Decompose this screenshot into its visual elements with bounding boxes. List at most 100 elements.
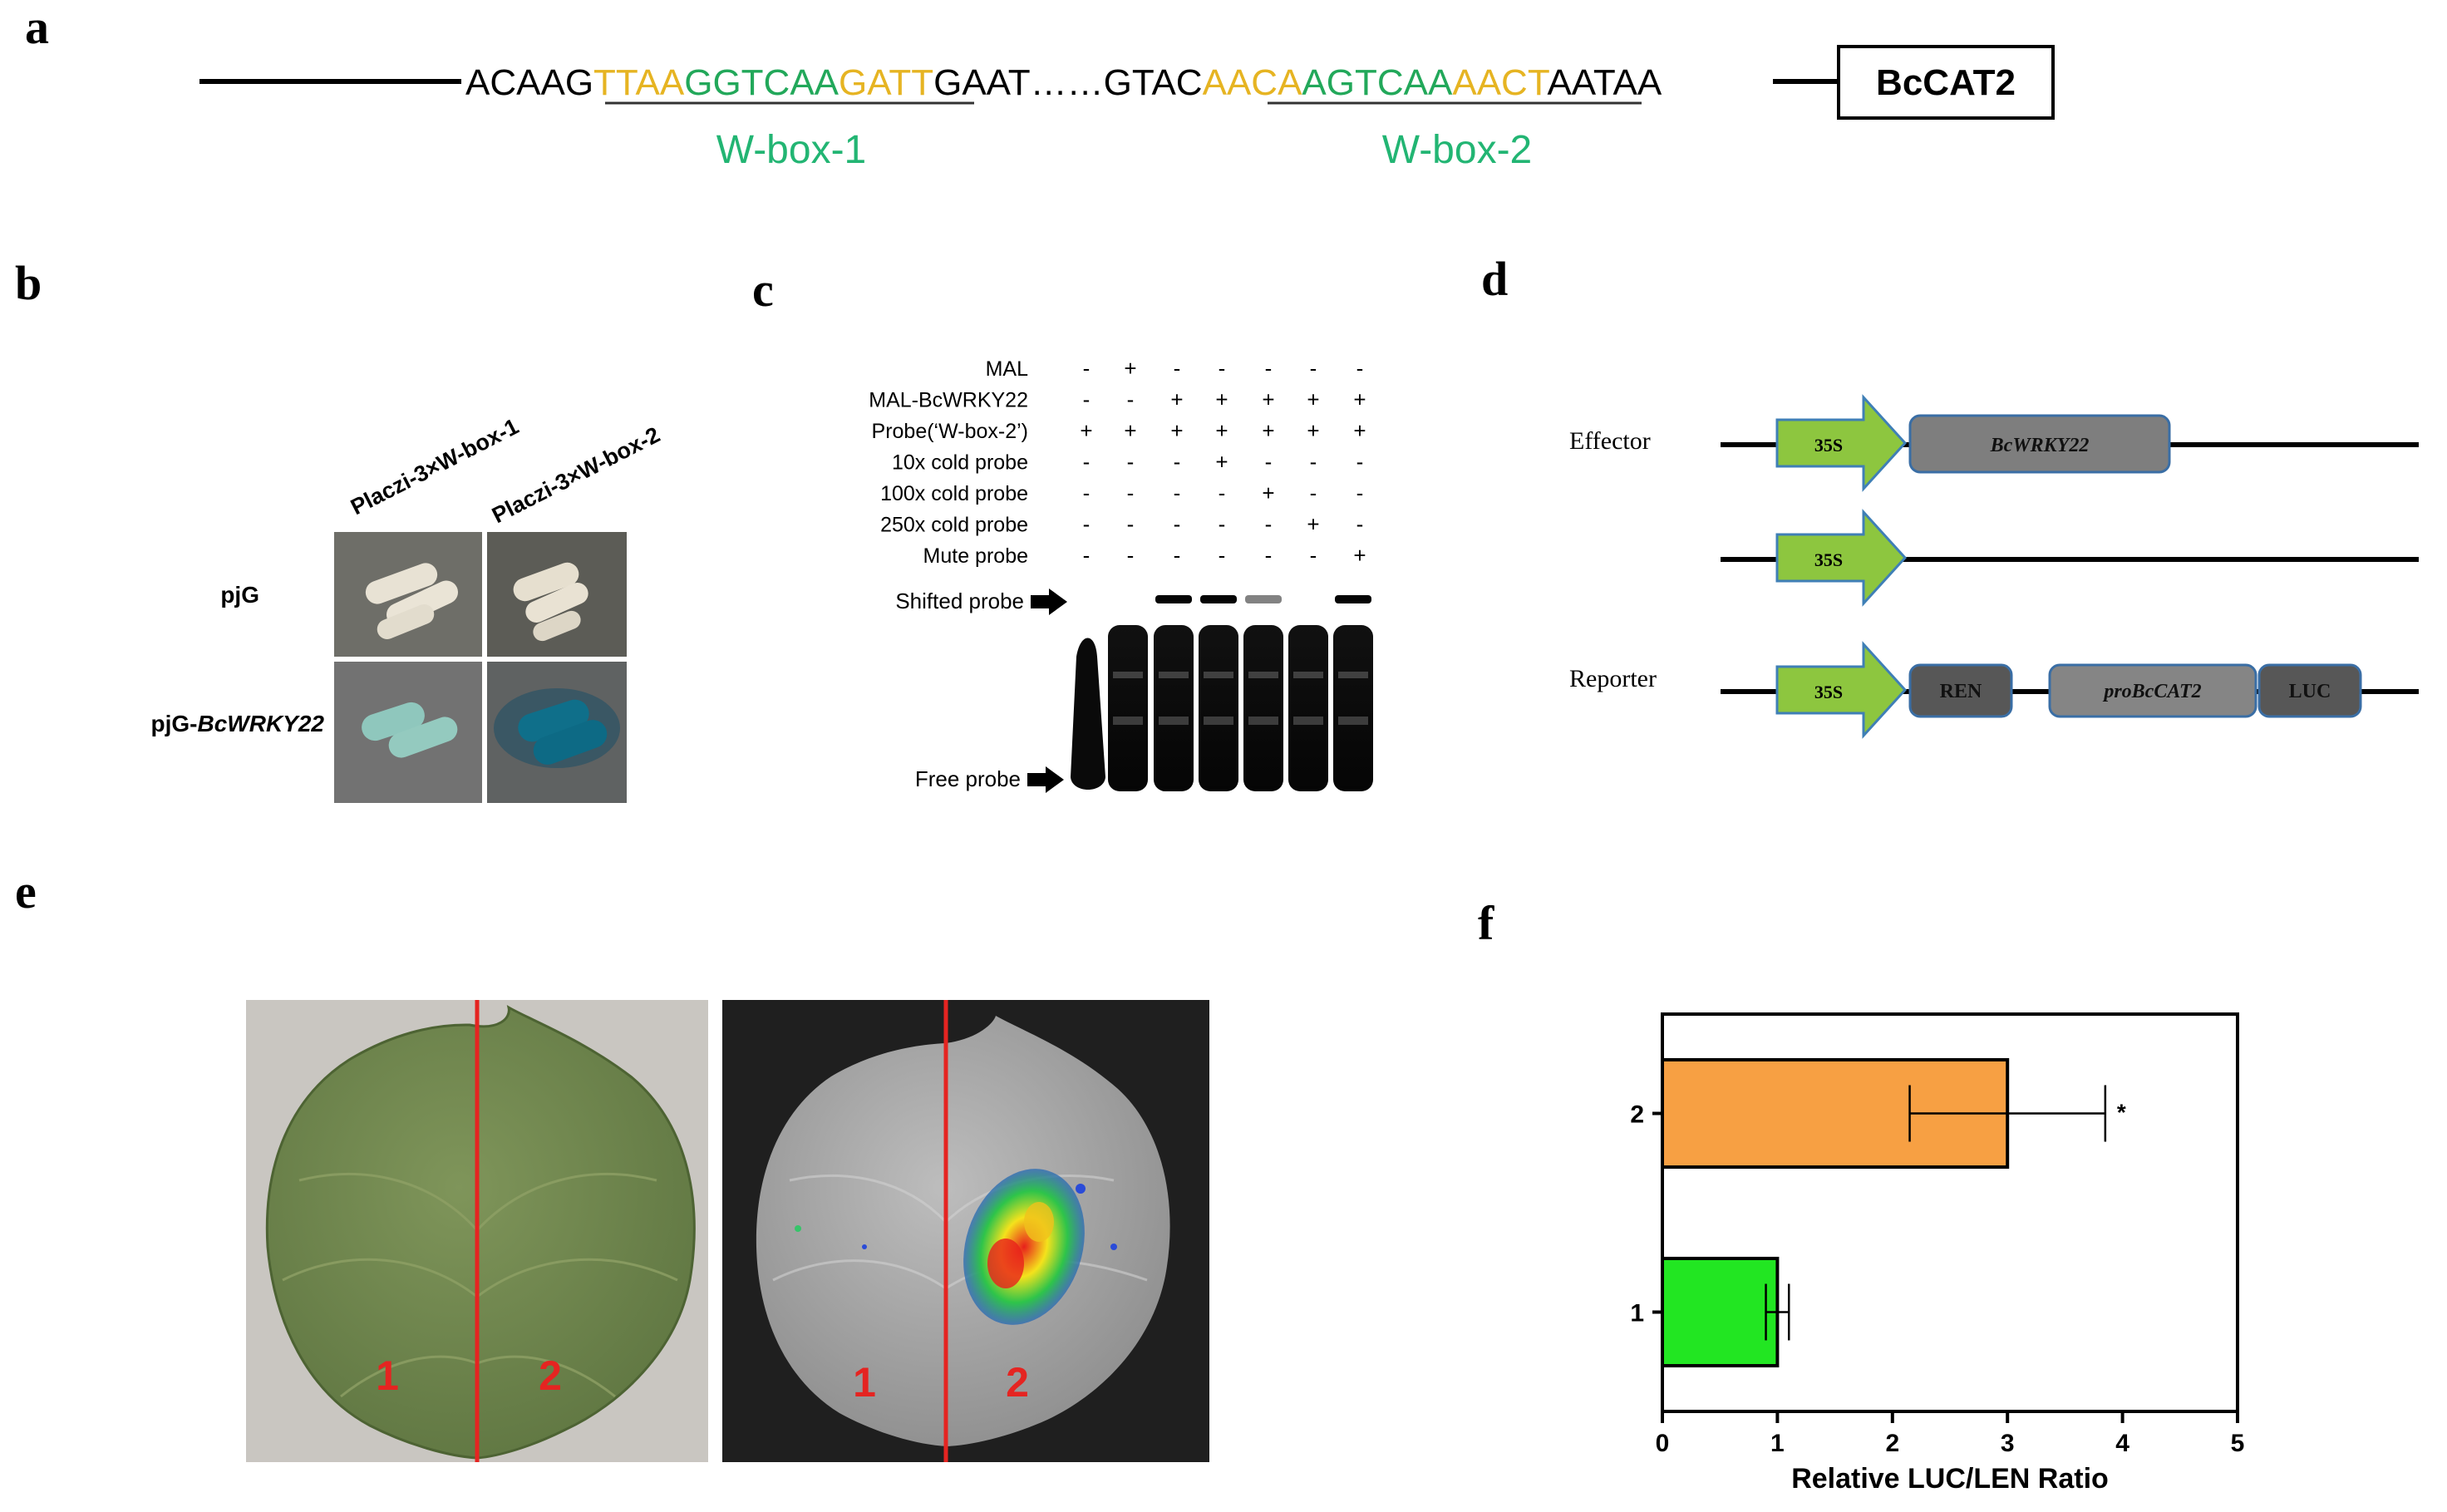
luminescence-mark-1: 1 — [853, 1359, 876, 1406]
emsa-sign: - — [1310, 480, 1317, 505]
wbox1-part-2: GGTCAA — [684, 62, 839, 103]
wbox2-part-3: AACT — [1452, 62, 1548, 103]
emsa-sign: - — [1127, 450, 1135, 475]
pro-label: proBcCAT2 — [2102, 681, 2201, 702]
emsa-sign: - — [1127, 480, 1135, 505]
emsa-sign: - — [1127, 543, 1135, 568]
chart-xtick-label: 5 — [2231, 1430, 2245, 1457]
luminescence-leaf-veins — [772, 1174, 1148, 1290]
emsa-sign: - — [1174, 356, 1181, 381]
chart-category-label: 2 — [1630, 1101, 1644, 1129]
emsa-sign: + — [1080, 418, 1092, 443]
emsa-row-label: MAL-BcWRKY22 — [869, 389, 1028, 412]
emsa-sign: - — [1265, 512, 1273, 537]
row-label-prefix: pjG- — [151, 711, 198, 736]
emsa-lane-gap — [1159, 717, 1189, 725]
panel-label-b: b — [15, 256, 42, 310]
emsa-sign: - — [1356, 480, 1364, 505]
free-probe-arrow — [1027, 766, 1064, 793]
colonies-lightblue — [362, 702, 458, 758]
ren-label: REN — [1940, 681, 1982, 702]
gene-box-label: BcCAT2 — [1876, 62, 2016, 103]
emsa-row-label: MAL — [986, 357, 1029, 381]
leaf-photo-mark-2: 2 — [539, 1352, 562, 1399]
effector-label: Effector — [1569, 427, 1651, 455]
emsa-sign: + — [1215, 450, 1228, 475]
emsa-lane-gap — [1204, 672, 1233, 678]
shifted-probe-arrow — [1031, 589, 1067, 615]
emsa-sign: - — [1083, 356, 1091, 381]
wbox1-label: W-box-1 — [716, 128, 867, 172]
emsa-lane-gap — [1248, 717, 1278, 725]
emsa-sign: + — [1170, 387, 1183, 412]
luc-box — [2257, 663, 2362, 718]
emsa-lane-gap — [1338, 717, 1368, 725]
emsa-row-label: 10x cold probe — [892, 451, 1028, 475]
panel-e: 1 2 1 2 — [246, 1000, 1209, 1462]
luc-label: LUC — [2289, 681, 2331, 702]
panel-label-a: a — [25, 0, 49, 54]
wbox2-label: W-box-2 — [1382, 128, 1533, 172]
emsa-sign: - — [1083, 387, 1091, 412]
emsa-lane — [1154, 625, 1194, 791]
emsa-sign: + — [1124, 356, 1136, 381]
emsa-sign: - — [1265, 356, 1273, 381]
wbox1-part-1: TTAA — [593, 62, 685, 103]
emsa-sign: - — [1174, 512, 1181, 537]
emsa-lane-gap — [1293, 717, 1323, 725]
emsa-lane — [1288, 625, 1328, 791]
emsa-sign: + — [1262, 480, 1274, 505]
emsa-sign: + — [1307, 512, 1319, 537]
emsa-lane-gap — [1113, 672, 1143, 678]
emsa-shifted-band — [1200, 595, 1237, 603]
emsa-sign: - — [1174, 480, 1181, 505]
emsa-sign: - — [1219, 480, 1226, 505]
emsa-lane — [1243, 625, 1283, 791]
emsa-lane-gap — [1338, 672, 1368, 678]
emsa-sign: - — [1083, 450, 1091, 475]
wbox2-part-2: AGTCAA — [1302, 62, 1453, 103]
pro-box — [2048, 663, 2257, 718]
ren-box — [1908, 663, 2013, 718]
chart-xlabel: Relative LUC/LEN Ratio — [1791, 1463, 2109, 1495]
luminescence-mark-2: 2 — [1006, 1359, 1029, 1406]
empty-35s-label: 35S — [1814, 549, 1843, 570]
emsa-sign: - — [1083, 480, 1091, 505]
emsa-sign: - — [1219, 356, 1226, 381]
emsa-sign: - — [1310, 543, 1317, 568]
chart-xtick-label: 1 — [1770, 1430, 1785, 1457]
emsa-row-label: Probe(‘W-box-2’) — [872, 420, 1028, 443]
seq-left: ACAAG — [465, 62, 593, 103]
emsa-lane-1 — [1071, 638, 1105, 790]
emsa-lane — [1333, 625, 1373, 791]
row-label-gene: BcWRKY22 — [198, 711, 325, 736]
leaf-photo — [265, 1005, 696, 1460]
emsa-sign: - — [1356, 512, 1364, 537]
row-label-pjG-BcWRKY22: pjG-BcWRKY22 — [151, 711, 325, 736]
luminescence-leaf — [756, 1016, 1170, 1446]
emsa-sign: - — [1174, 543, 1181, 568]
emsa-sign: - — [1265, 450, 1273, 475]
panel-b: Placzi-3×W-box-1 Placzi-3×W-box-2 pjG pj… — [151, 414, 664, 803]
sequence-line: ACAAGTTAAGGTCAAGATTGAAT……GTACAACAAGTCAAA… — [465, 62, 1662, 103]
emsa-lane — [1108, 625, 1148, 791]
emsa-shifted-band — [1335, 595, 1371, 603]
chart-xtick-label: 3 — [2001, 1430, 2015, 1457]
panel-label-e: e — [15, 864, 37, 919]
colonies-white-1 — [365, 563, 459, 639]
panel-c: MAL - + - - - - - MAL-BcWRKY22 - - + + + + + Probe(‘W-bo… — [869, 356, 1388, 803]
chart-category-label: 1 — [1630, 1300, 1644, 1327]
chart-bar — [1661, 1256, 1780, 1368]
wbox2-part-1: AACA — [1203, 62, 1302, 103]
shifted-probe-label: Shifted probe — [895, 589, 1024, 613]
seq-dots: …… — [1031, 62, 1104, 103]
reporter-label: Reporter — [1569, 665, 1657, 692]
free-probe-label: Free probe — [915, 766, 1021, 791]
emsa-sign: + — [1307, 387, 1319, 412]
emsa-sign: - — [1310, 450, 1317, 475]
emsa-lane-gap — [1204, 717, 1233, 725]
emsa-shifted-band — [1245, 595, 1282, 603]
row-label-pjG: pjG — [220, 582, 259, 608]
